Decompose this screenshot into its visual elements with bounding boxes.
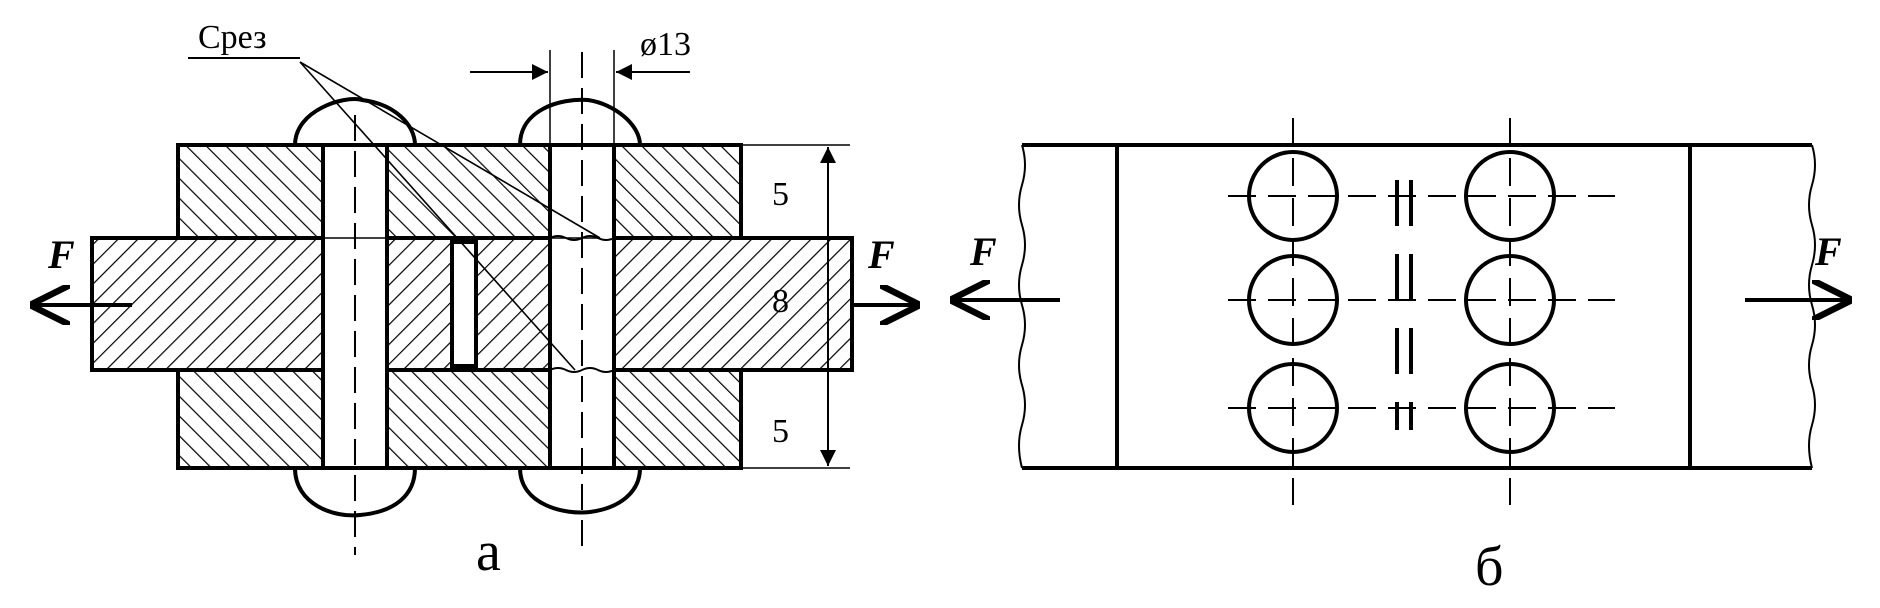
middle-plate-left bbox=[90, 236, 454, 372]
dim-label-top: 5 bbox=[772, 176, 789, 213]
rivet-hole bbox=[1464, 254, 1556, 346]
caption-a: а bbox=[476, 521, 501, 583]
rivet-hole bbox=[1247, 150, 1339, 242]
top-cover-plate bbox=[176, 143, 743, 240]
force-label-left: F bbox=[47, 232, 75, 277]
plate-gap bbox=[450, 240, 478, 368]
force-label-right: F bbox=[1814, 229, 1842, 274]
break-line-left bbox=[1018, 144, 1026, 469]
bottom-cover-plate bbox=[176, 368, 743, 470]
middle-plate-right bbox=[474, 236, 854, 372]
caption-b: б bbox=[1475, 536, 1504, 598]
shear-leader-1 bbox=[299, 61, 601, 239]
rivet-hole bbox=[1464, 362, 1556, 454]
shear-line-lower bbox=[549, 367, 615, 373]
shear-label: Срез bbox=[198, 19, 267, 56]
dim-label-middle: 8 bbox=[772, 283, 789, 320]
force-label-right: F bbox=[867, 232, 895, 277]
diameter-label: ø13 bbox=[640, 26, 691, 63]
figure-a-section-view: Срез ø13 5 8 5 F F а bbox=[30, 19, 920, 583]
rivet-hole bbox=[1247, 362, 1339, 454]
rivet-head-top-right bbox=[518, 97, 642, 146]
rivet-head-bottom-right bbox=[518, 467, 642, 515]
force-label-left: F bbox=[969, 229, 997, 274]
rivet-head-bottom-left bbox=[293, 467, 417, 518]
shear-leader-2 bbox=[299, 61, 576, 371]
rivet-hole bbox=[1464, 150, 1556, 242]
dim-label-bottom: 5 bbox=[772, 413, 789, 450]
figure-b-plan-view: F F б bbox=[950, 118, 1852, 598]
rivet-hole bbox=[1247, 254, 1339, 346]
break-line-right bbox=[1808, 144, 1816, 469]
